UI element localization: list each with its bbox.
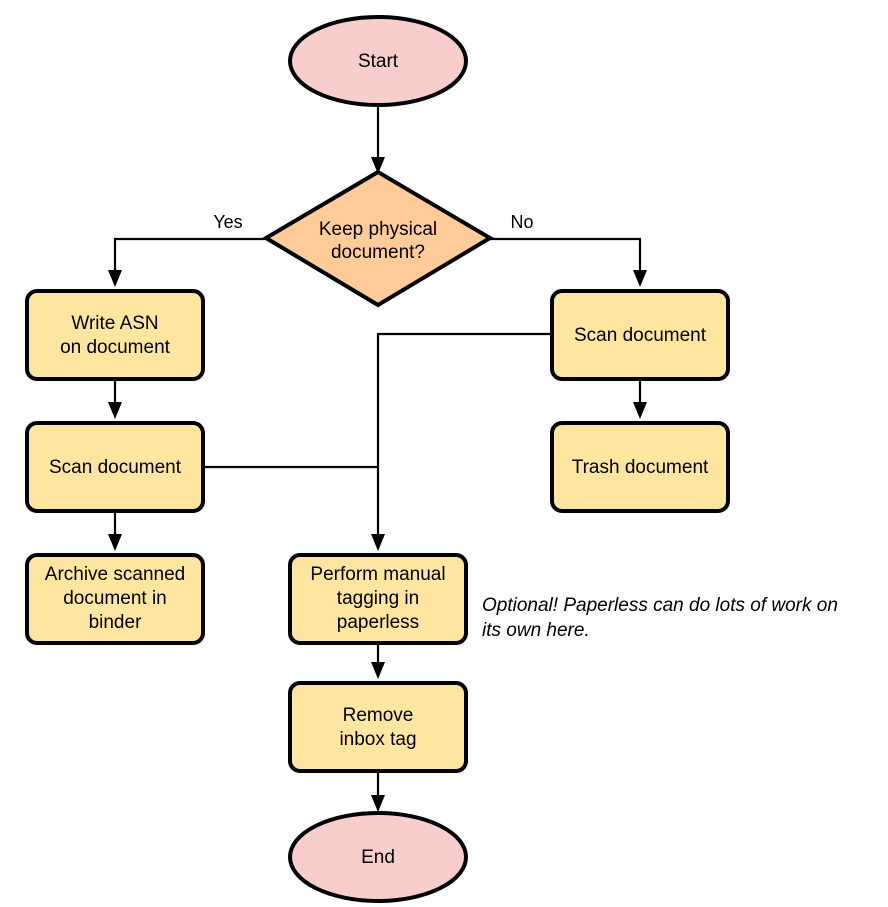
edge-write-asn-to-scan-left <box>108 377 122 419</box>
remove-inbox-label-line2: inbox tag <box>339 729 416 750</box>
arrowhead <box>108 402 122 419</box>
arrowhead <box>633 270 647 287</box>
write-asn-label-line1: Write ASN <box>71 313 158 334</box>
edge-decision-yes-to-write-asn <box>108 237 266 287</box>
remove-inbox-label-line1: Remove <box>343 705 414 726</box>
edge-scan-right-to-trash <box>633 377 647 419</box>
edge-label-yes: Yes <box>213 212 242 232</box>
node-trash-document[interactable]: Trash document <box>550 421 730 513</box>
write-asn-rect-shape <box>25 289 205 381</box>
tagging-rect-shape <box>288 553 468 645</box>
node-perform-manual-tagging-in-paperless[interactable]: Perform manual tagging in paperless <box>288 553 468 645</box>
end-label: End <box>361 847 395 868</box>
arrowhead <box>108 534 122 551</box>
archive-label-line1: Archive scanned <box>45 564 185 585</box>
node-archive-scanned-document-in-binder[interactable]: Archive scanned document in binder <box>25 553 205 645</box>
edge-decision-no-to-scan-right <box>490 237 647 287</box>
optional-note-line2: its own here. <box>482 620 590 641</box>
edge-label-no: No <box>510 212 533 232</box>
tagging-label-line3: paperless <box>337 612 419 633</box>
edge-scan-right-to-tagging <box>371 332 552 551</box>
start-label: Start <box>358 51 399 72</box>
node-start[interactable]: Start <box>288 15 468 107</box>
archive-label-line2: document in <box>63 588 167 609</box>
arrowhead <box>371 534 385 551</box>
start-ellipse-shape <box>288 15 468 107</box>
arrowhead <box>371 795 385 812</box>
arrowhead <box>108 270 122 287</box>
arrowhead <box>371 157 385 174</box>
archive-label-line3: binder <box>89 612 142 633</box>
trash-rect-shape <box>550 421 730 513</box>
arrowhead <box>371 662 385 679</box>
node-keep-physical-document-decision[interactable]: Keep physical document? <box>262 169 494 308</box>
node-scan-document-left[interactable]: Scan document <box>25 421 205 513</box>
node-write-asn-on-document[interactable]: Write ASN on document <box>25 289 205 381</box>
edge-start-to-decision <box>371 105 385 174</box>
optional-note-line1: Optional! Paperless can do lots of work … <box>482 595 838 616</box>
write-asn-label-line2: on document <box>60 337 171 358</box>
edge-tagging-to-remove-inbox <box>371 641 385 679</box>
scan-left-rect-shape <box>25 421 205 513</box>
scan-left-label: Scan document <box>49 457 182 478</box>
trash-label: Trash document <box>572 457 709 478</box>
decision-label-line2: document? <box>331 242 425 263</box>
scan-right-rect-shape <box>550 289 730 381</box>
decision-label-line1: Keep physical <box>319 219 437 240</box>
tagging-label-line2: tagging in <box>337 588 419 609</box>
edge-remove-inbox-to-end <box>371 772 385 812</box>
node-scan-document-right[interactable]: Scan document <box>550 289 730 381</box>
remove-inbox-rect-shape <box>288 681 468 773</box>
end-ellipse-shape <box>288 811 468 903</box>
arrowhead <box>633 402 647 419</box>
scan-right-label: Scan document <box>574 325 707 346</box>
node-end[interactable]: End <box>288 811 468 903</box>
tagging-label-line1: Perform manual <box>310 564 445 585</box>
annotation-optional-note: Optional! Paperless can do lots of work … <box>482 595 838 641</box>
edge-scan-left-to-archive <box>108 509 122 551</box>
node-remove-inbox-tag[interactable]: Remove inbox tag <box>288 681 468 773</box>
archive-rect-shape <box>25 553 205 645</box>
decision-diamond-shape <box>262 169 494 308</box>
